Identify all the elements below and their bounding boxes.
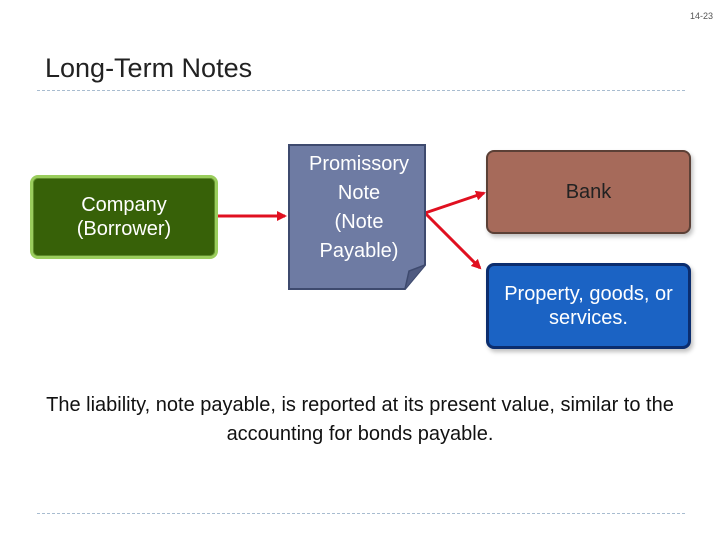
top-divider [37,90,685,91]
company-box: Company (Borrower) [30,175,218,259]
slide-title: Long-Term Notes [45,53,253,83]
arrow-note-to-bank [424,190,486,215]
promissory-note-label: Promissory Note (Note Payable) [295,150,423,266]
property-label: Property, goods, or services. [504,283,673,329]
property-box: Property, goods, or services. [486,263,691,349]
slide-number: 14-23 [689,11,713,21]
bottom-divider [37,513,685,514]
note-line: Promissory [308,153,409,175]
company-label: Company (Borrower) [76,194,172,240]
note-line: (Note [334,211,384,233]
caption-text: The liability, note payable, is reported… [46,394,674,445]
note-line: Payable) [319,240,399,262]
bank-box: Bank [486,150,691,234]
promissory-note-shape [288,144,426,290]
bank-label: Bank [565,181,612,203]
arrow-note-to-property [423,211,482,270]
note-line: Note [337,182,381,204]
